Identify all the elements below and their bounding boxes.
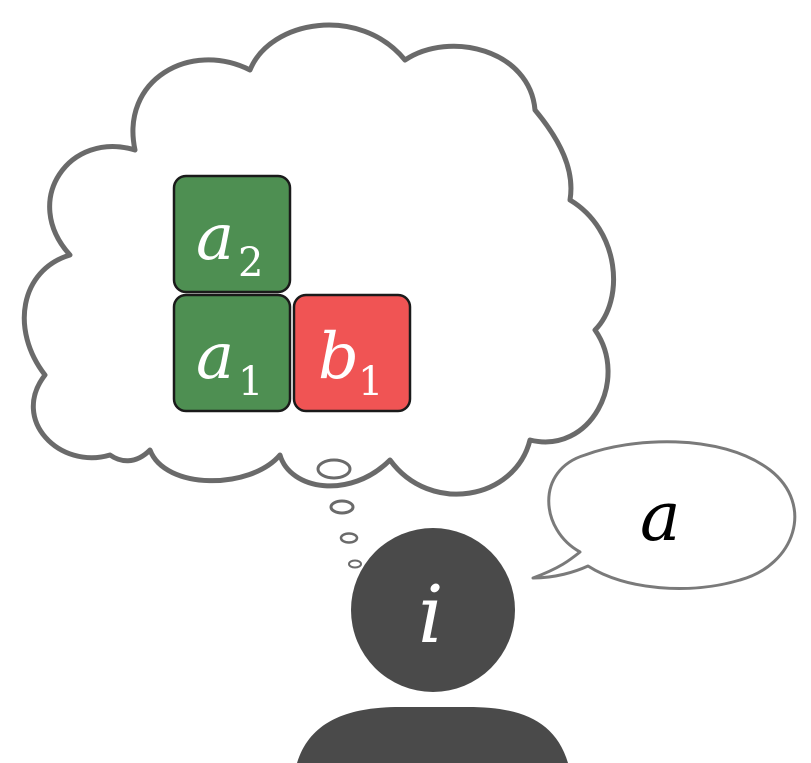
block-a1-index: 1 — [238, 359, 263, 405]
speech-text: a — [640, 478, 681, 557]
thought-trail — [316, 458, 362, 569]
block-a1-letter: a — [196, 320, 234, 394]
speech-bubble: a — [531, 440, 797, 590]
block-b1: b 1 — [292, 293, 412, 413]
thought-cloud — [21, 22, 616, 497]
agent-head — [351, 528, 515, 692]
block-b1-index: 1 — [358, 359, 383, 405]
thought-trail-dot — [348, 559, 362, 569]
thought-trail-dot — [339, 532, 359, 544]
thought-trail-dot — [316, 458, 352, 480]
block-b1-letter: b — [318, 320, 359, 394]
block-a2: a 2 — [172, 174, 292, 294]
speech-bubble-outline — [531, 440, 797, 590]
thought-trail-dot — [329, 499, 355, 515]
agent-figure: i — [297, 528, 568, 763]
agent-label: i — [418, 568, 444, 661]
thought-cloud-outline — [21, 22, 616, 497]
block-a2-index: 2 — [238, 240, 263, 286]
block-a1: a 1 — [172, 293, 292, 413]
block-a2-letter: a — [196, 201, 234, 275]
agent-body — [297, 707, 568, 763]
